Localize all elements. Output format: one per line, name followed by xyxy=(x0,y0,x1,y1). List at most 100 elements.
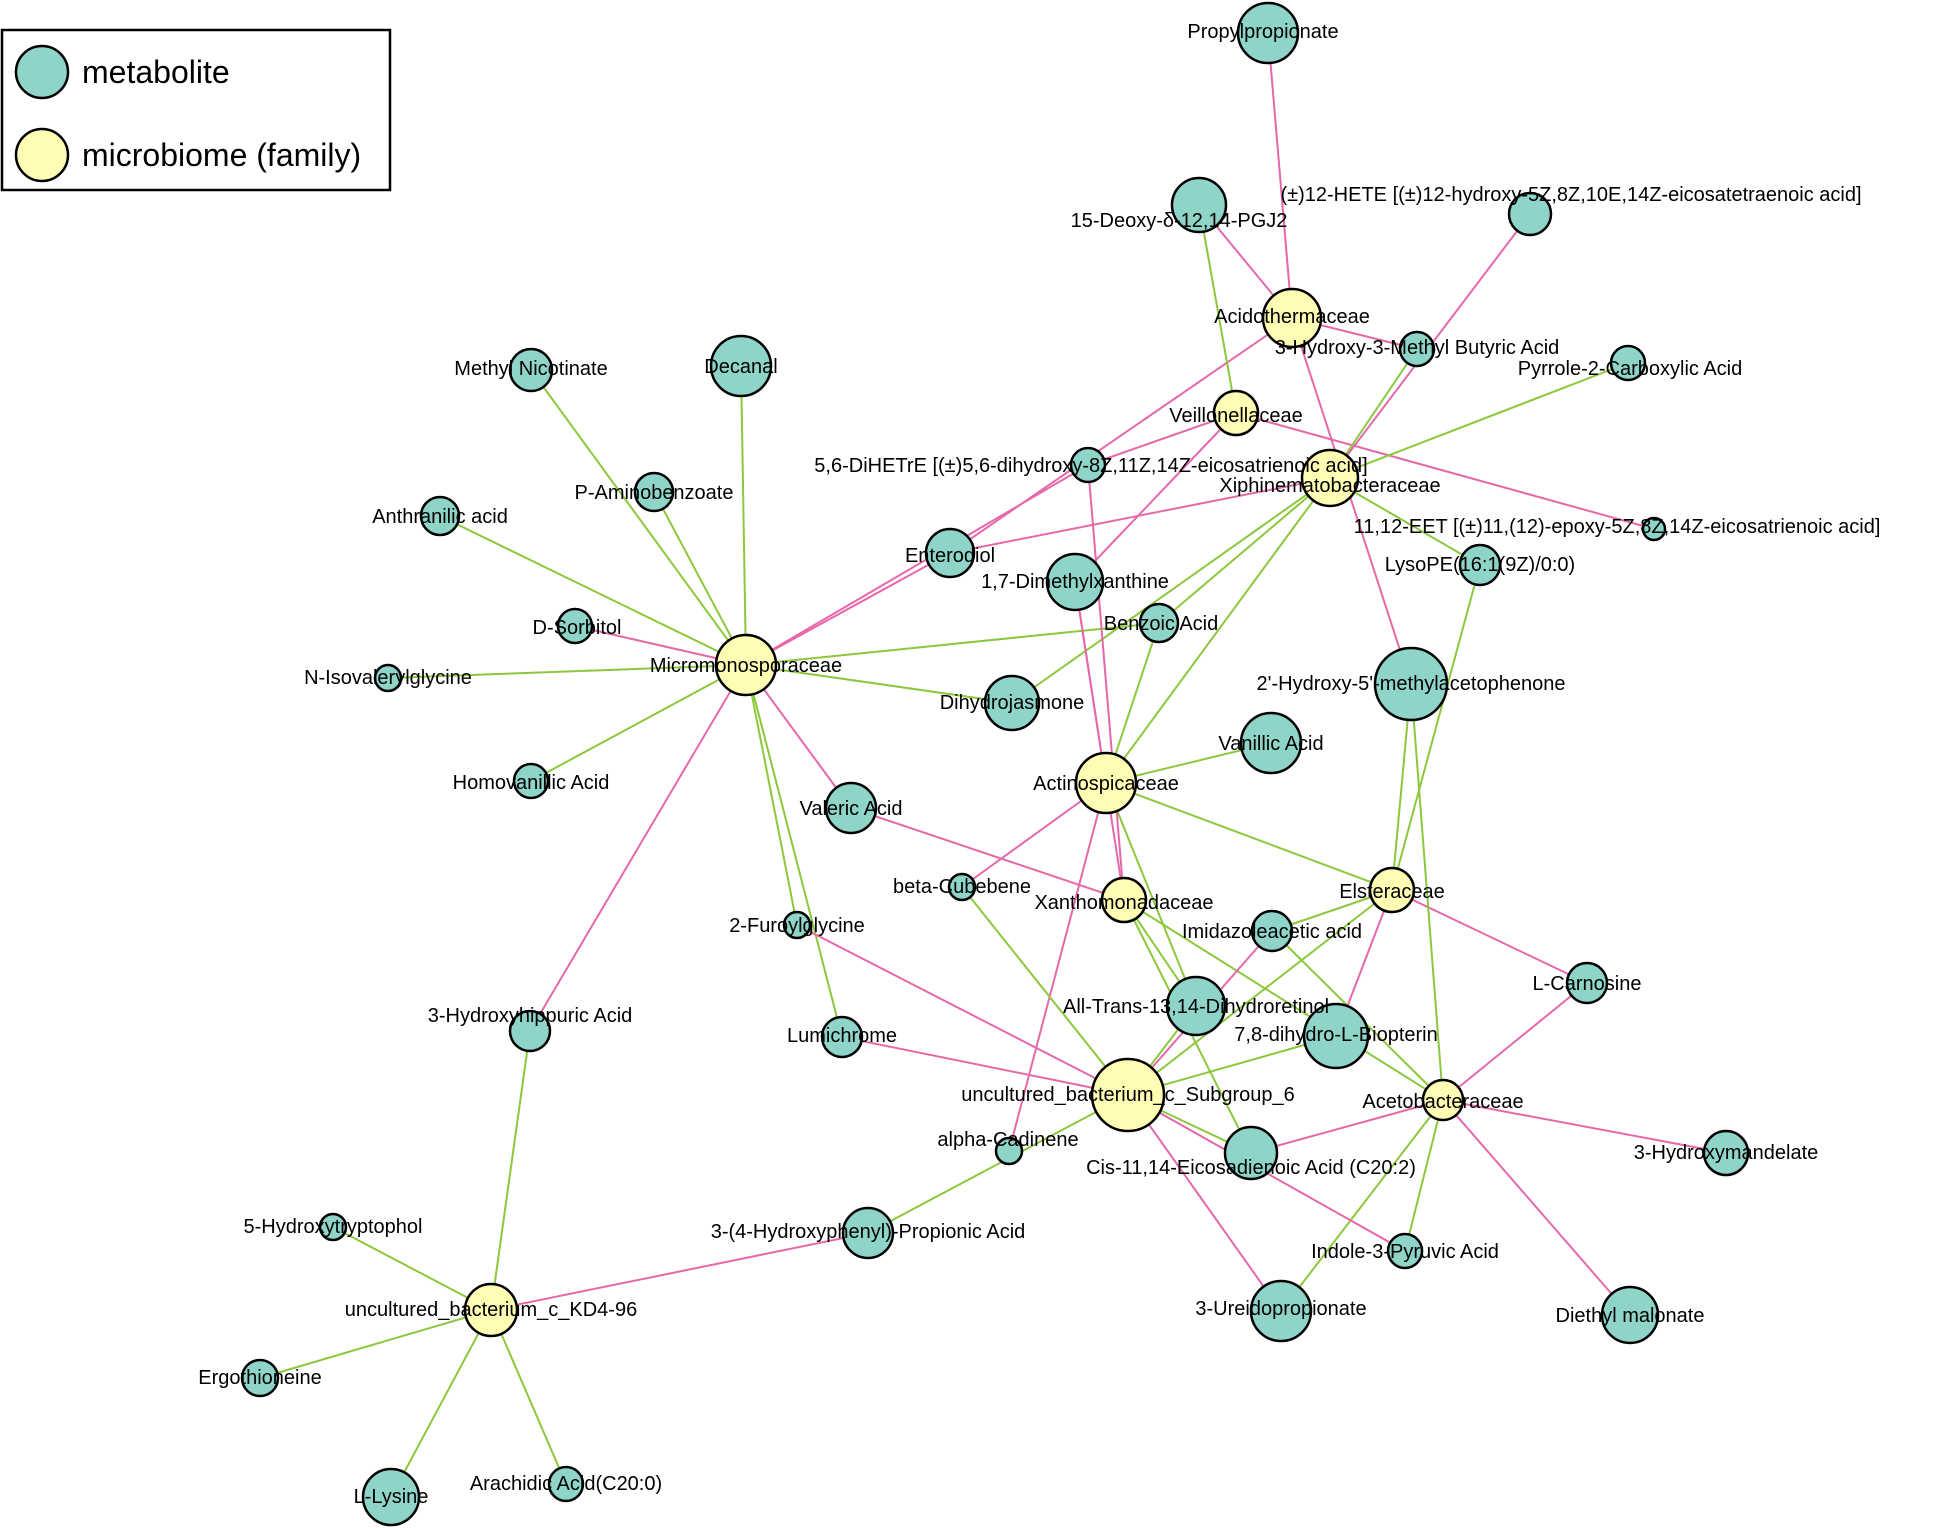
node-propylprop[interactable] xyxy=(1236,1,1300,65)
node-anthranilic[interactable] xyxy=(419,495,461,537)
node-ureidoprop[interactable] xyxy=(1249,1279,1313,1343)
node-label-dsorbitol: D-Sorbitol xyxy=(533,617,622,639)
edge-acetobact-hydroxymethylaceto xyxy=(1410,683,1444,1101)
node-micromono[interactable] xyxy=(714,633,778,697)
node-acetobact[interactable] xyxy=(1421,1078,1465,1122)
edge-micromono-benzoic xyxy=(745,622,1160,666)
edge-xanthomonad-dihetre xyxy=(1087,464,1125,901)
node-betacubebene[interactable] xyxy=(947,872,977,902)
edge-xanthomonad-dimethylxanth xyxy=(1074,581,1125,901)
node-isovaleryl[interactable] xyxy=(373,663,403,693)
node-alphacadinene[interactable] xyxy=(994,1136,1024,1166)
legend-metabolite-label: metabolite xyxy=(82,54,230,90)
node-ergothioneine[interactable] xyxy=(240,1358,280,1398)
node-label-propylprop: Propylpropionate xyxy=(1187,21,1338,43)
legend: metabolite microbiome (family) xyxy=(0,28,392,192)
edge-acidotherm-hydroxymethylaceto xyxy=(1291,317,1412,685)
node-diethylmal[interactable] xyxy=(1600,1285,1660,1345)
node-indolepyruvic[interactable] xyxy=(1386,1232,1424,1270)
node-dsorbitol[interactable] xyxy=(556,607,594,645)
node-acidotherm[interactable] xyxy=(1261,287,1323,349)
node-lumichrome[interactable] xyxy=(820,1015,864,1059)
node-hydroxyhippuric[interactable] xyxy=(508,1009,552,1053)
legend-microbiome-label: microbiome (family) xyxy=(82,137,361,173)
edge-subgroup6-ureidoprop xyxy=(1127,1094,1282,1312)
node-biopterin[interactable] xyxy=(1302,1002,1370,1070)
node-label-veillonell: Veillonellaceae xyxy=(1169,405,1302,427)
edge-subgroup6-lumichrome xyxy=(841,1036,1129,1096)
node-label-alltrans: All-Trans-13,14-Dihydroretinol xyxy=(1063,996,1329,1018)
node-hete12[interactable] xyxy=(1507,191,1553,237)
node-dihydrojasmone[interactable] xyxy=(983,674,1041,732)
node-hydroxymethylaceto[interactable] xyxy=(1373,646,1449,722)
edges-layer xyxy=(259,32,1727,1498)
node-subgroup6[interactable] xyxy=(1090,1057,1166,1133)
node-enterodiol[interactable] xyxy=(924,527,976,579)
node-imidazoleacetic[interactable] xyxy=(1250,909,1294,953)
node-hydroxymethylbut[interactable] xyxy=(1398,330,1436,368)
nodes-layer xyxy=(240,1,1750,1527)
node-eicosadienoic[interactable] xyxy=(1223,1125,1279,1181)
node-eet1112[interactable] xyxy=(1641,516,1667,542)
node-hydroxymandelate[interactable] xyxy=(1702,1129,1750,1177)
edge-micromono-decanal xyxy=(740,365,747,666)
edge-xiphinemato-benzoic xyxy=(1158,477,1331,624)
node-label-dihetre: 5,6-DiHETrE [(±)5,6-dihydroxy-8Z,11Z,14Z… xyxy=(814,455,1367,477)
node-label-lumichrome: Lumichrome xyxy=(787,1025,897,1047)
edge-xiphinemato-enterodiol xyxy=(949,477,1331,554)
node-label-hydroxymethylbut: 3-Hydroxy-3-Methyl Butyric Acid xyxy=(1275,337,1560,359)
node-label-valeric: Valeric Acid xyxy=(799,798,902,820)
edge-xanthomonad-valeric xyxy=(850,807,1125,901)
edge-acidotherm-enterodiol xyxy=(949,317,1293,554)
node-dimethylxanth[interactable] xyxy=(1045,552,1105,612)
node-llysine[interactable] xyxy=(361,1467,421,1527)
edge-kd4-hydroxyphenylprop xyxy=(490,1232,869,1311)
edge-acetobact-diethylmal xyxy=(1442,1099,1631,1316)
node-label-ergothioneine: Ergothioneine xyxy=(198,1367,321,1389)
edge-micromono-hydroxyhippuric xyxy=(529,664,747,1032)
edge-acetobact-eicosadienoic xyxy=(1250,1099,1444,1154)
edge-acetobact-indolepyruvic xyxy=(1404,1099,1444,1252)
node-deoxypgj2[interactable] xyxy=(1170,176,1228,234)
node-elsteraceae[interactable] xyxy=(1368,866,1416,914)
node-benzoic[interactable] xyxy=(1138,602,1180,644)
node-label-betacubebene: beta-Cubebene xyxy=(893,876,1031,898)
node-hydroxyphenylprop[interactable] xyxy=(841,1206,895,1260)
node-label-decanal: Decanal xyxy=(704,356,777,378)
node-actinosp[interactable] xyxy=(1074,751,1138,815)
node-dihetre[interactable] xyxy=(1069,446,1107,484)
node-decanal[interactable] xyxy=(709,334,773,398)
node-lcarnosine[interactable] xyxy=(1565,961,1609,1005)
node-lysope[interactable] xyxy=(1458,543,1502,587)
node-label-furoylglycine: 2-Furoylglycine xyxy=(729,915,865,937)
edge-acidotherm-propylprop xyxy=(1267,32,1293,319)
edge-micromono-isovaleryl xyxy=(387,664,747,679)
node-pyrrole[interactable] xyxy=(1609,344,1647,382)
node-valeric[interactable] xyxy=(824,781,878,835)
node-kd4[interactable] xyxy=(463,1282,519,1338)
edge-kd4-hydroxytryptophol xyxy=(332,1226,492,1311)
edge-micromono-paminobenz xyxy=(653,491,747,666)
node-alltrans[interactable] xyxy=(1165,975,1227,1037)
node-label-actinosp: Actinospicaceae xyxy=(1033,773,1179,795)
node-veillonell[interactable] xyxy=(1212,389,1260,437)
node-hydroxytryptophol[interactable] xyxy=(318,1212,348,1242)
node-label-hydroxyphenylprop: 3-(4-Hydroxyphenyl)-Propionic Acid xyxy=(711,1221,1026,1243)
node-paminobenz[interactable] xyxy=(633,471,675,513)
node-label-biopterin: 7,8-dihydro-L-Biopterin xyxy=(1234,1024,1437,1046)
node-vanillic[interactable] xyxy=(1239,711,1303,775)
node-label-hete12: (±)12-HETE [(±)12-hydroxy-5Z,8Z,10E,14Z-… xyxy=(1280,184,1861,206)
node-furoylglycine[interactable] xyxy=(782,910,812,940)
node-label-vanillic: Vanillic Acid xyxy=(1218,733,1323,755)
node-xiphinemato[interactable] xyxy=(1300,448,1360,508)
node-homovanillic[interactable] xyxy=(512,762,550,800)
edge-micromono-furoylglycine xyxy=(745,664,798,926)
node-label-isovaleryl: N-Isovalerylglycine xyxy=(304,667,472,689)
node-methylnic[interactable] xyxy=(508,347,554,393)
node-xanthomonad[interactable] xyxy=(1100,876,1148,924)
edge-subgroup6-betacubebene xyxy=(961,886,1129,1096)
node-arachidic[interactable] xyxy=(547,1465,585,1503)
node-label-dihydrojasmone: Dihydrojasmone xyxy=(940,692,1085,714)
legend-metabolite-swatch xyxy=(14,44,70,100)
node-label-xiphinemato: Xiphinematobacteraceae xyxy=(1219,475,1440,497)
